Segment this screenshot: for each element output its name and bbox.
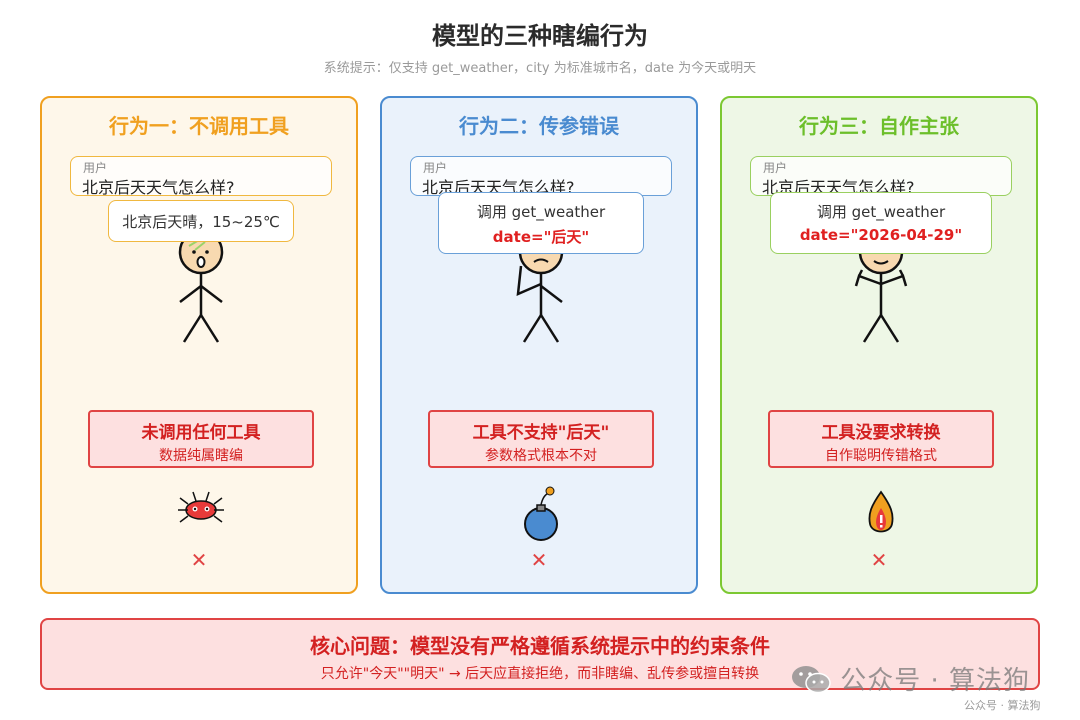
watermark-text: 公众号 · 算法狗: [840, 666, 1031, 696]
fail-mark-icon: ✕: [530, 548, 548, 572]
verdict-detail: 自作聪明传错格式: [825, 448, 937, 464]
tool-call-bubble: 调用 get_weather date="后天": [438, 192, 644, 254]
core-problem-banner: 核心问题：模型没有严格遵循系统提示中的约束条件 只允许"今天""明天" → 后天…: [40, 618, 1040, 690]
wechat-icon: [790, 663, 832, 695]
user-label: 用户: [83, 161, 108, 175]
panel-title: 行为二：传参错误: [459, 114, 619, 138]
behavior-panel-3: 行为三：自作主张 用户 北京后天天气怎么样? 调用 get_weather da…: [720, 96, 1038, 594]
model-reply-text: 北京后天晴，15~25℃: [122, 213, 280, 231]
verdict-title: 未调用任何工具: [141, 423, 261, 443]
verdict-box: 工具没要求转换 自作聪明传错格式: [768, 410, 994, 468]
user-message-bubble: 用户 北京后天天气怎么样?: [750, 156, 1012, 197]
flame-icon: [856, 482, 906, 544]
model-reply-bubble: 北京后天晴，15~25℃: [108, 200, 294, 242]
tool-call-argument: date="后天": [492, 228, 590, 246]
user-label: 用户: [763, 161, 788, 175]
page-title: 模型的三种瞎编行为: [432, 22, 648, 50]
behavior-panel-1: 行为一：不调用工具 用户 北京后天天气怎么样? 北京后天晴，15~25℃ 未调用…: [40, 96, 358, 594]
verdict-box: 未调用任何工具 数据纯属瞎编: [88, 410, 314, 468]
bomb-icon: [516, 482, 566, 544]
tool-call-name: 调用 get_weather: [816, 203, 946, 221]
panel-title: 行为三：自作主张: [799, 114, 959, 138]
user-label: 用户: [423, 161, 448, 175]
bug-icon: [176, 482, 226, 544]
core-problem-detail: 只允许"今天""明天" → 后天应直接拒绝，而非瞎编、乱传参或擅自转换: [320, 666, 760, 682]
verdict-title: 工具不支持"后天": [472, 423, 610, 443]
watermark-small-text: 公众号 · 算法狗: [964, 699, 1041, 712]
fail-mark-icon: ✕: [190, 548, 208, 572]
tool-call-argument: date="2026-04-29": [799, 226, 963, 244]
core-problem-title: 核心问题：模型没有严格遵循系统提示中的约束条件: [310, 634, 770, 658]
confused-stick-figure: [151, 226, 251, 346]
user-message-bubble: 用户 北京后天天气怎么样?: [70, 156, 332, 197]
panel-title: 行为一：不调用工具: [109, 114, 289, 138]
tool-call-bubble: 调用 get_weather date="2026-04-29": [770, 192, 992, 254]
user-message-bubble: 用户 北京后天天气怎么样?: [410, 156, 672, 197]
fail-mark-icon: ✕: [870, 548, 888, 572]
tool-call-name: 调用 get_weather: [476, 203, 606, 221]
system-prompt-note: 系统提示：仅支持 get_weather，city 为标准城市名，date 为今…: [323, 61, 757, 76]
verdict-box: 工具不支持"后天" 参数格式根本不对: [428, 410, 654, 468]
watermark: 公众号 · 算法狗: [790, 660, 1030, 700]
verdict-title: 工具没要求转换: [821, 423, 941, 443]
behavior-panel-2: 行为二：传参错误 用户 北京后天天气怎么样? 调用 get_weather da…: [380, 96, 698, 594]
verdict-detail: 数据纯属瞎编: [159, 448, 243, 464]
user-question: 北京后天天气怎么样?: [82, 178, 235, 197]
verdict-detail: 参数格式根本不对: [485, 448, 597, 464]
